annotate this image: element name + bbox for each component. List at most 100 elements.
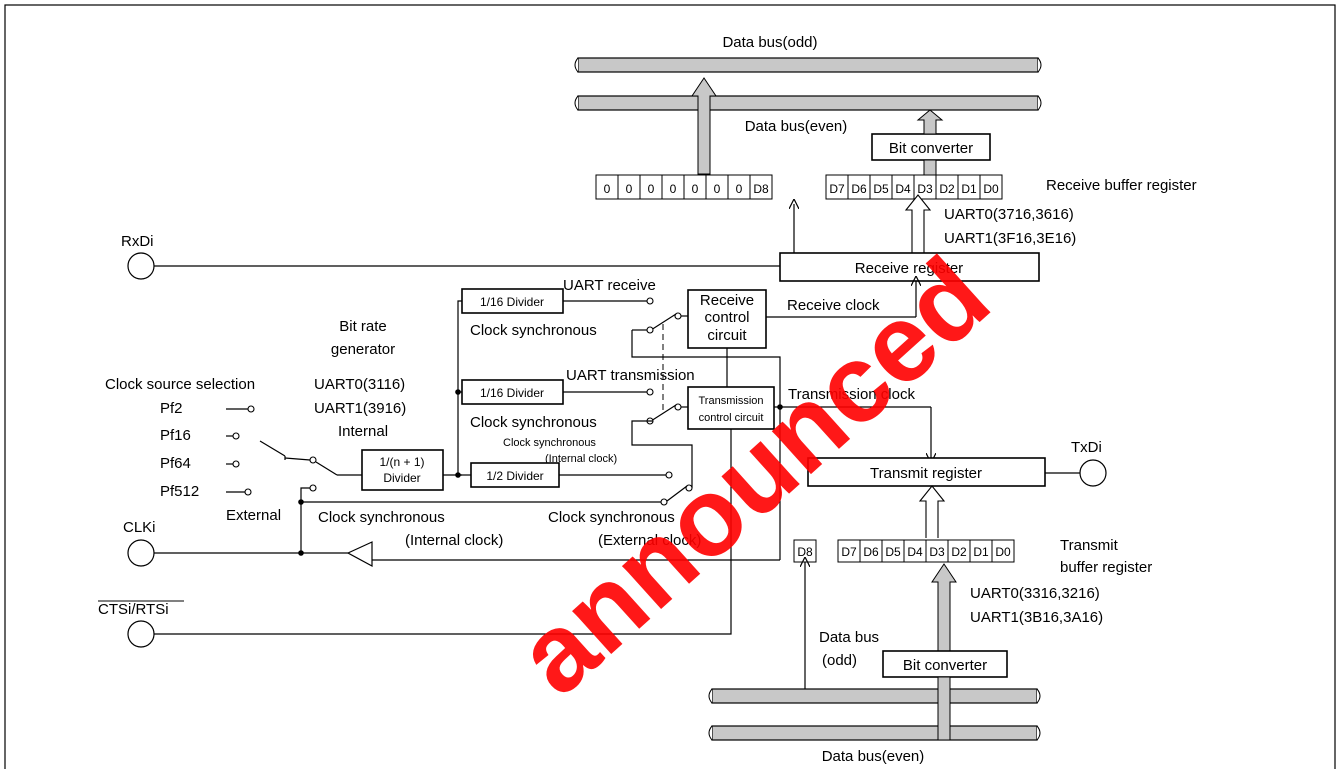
- receive-register-label: Receive register: [855, 260, 963, 277]
- divider-n-to-rx16-wire: [457, 300, 462, 475]
- external-wire: [300, 487, 310, 553]
- rx-high-cell-label-3: 0: [670, 182, 677, 196]
- source-pf16-label: Pf16: [160, 427, 191, 444]
- source-switch-link: [284, 457, 311, 461]
- junction-clk: [298, 550, 304, 556]
- transmit-register-label: Transmit register: [870, 465, 982, 482]
- clock-sync-int-bottom-line2: (Internal clock): [405, 532, 503, 549]
- bitrate-line1: Bit rate: [339, 318, 387, 335]
- clk-feedback-wire: [631, 330, 781, 560]
- divider-n-line2: Divider: [383, 471, 420, 485]
- uart-receive-label: UART receive: [563, 277, 656, 294]
- tx-buffer-line1: Transmit: [1060, 537, 1119, 554]
- tx-low-cell-label-0: D7: [841, 545, 857, 559]
- top-bus-odd: [574, 57, 1042, 73]
- transmission-clock-label: Transmission clock: [788, 386, 915, 403]
- tx-low-cell-label-1: D6: [863, 545, 879, 559]
- div2-switch-contact: [665, 471, 673, 479]
- external-contact: [309, 484, 317, 492]
- external-label: External: [226, 507, 281, 524]
- uart-receive-switch-contact: [646, 297, 654, 305]
- tx-converter-buffer-arrow: [931, 563, 957, 652]
- clk-pin: [127, 539, 155, 567]
- tx-buffer-register-arrow: [918, 485, 946, 538]
- ext-switch-pivot: [685, 484, 693, 492]
- rx-low-cell-label-4: D3: [917, 182, 933, 196]
- rx-low-cell-label-3: D4: [895, 182, 911, 196]
- rx-bit-converter-label: Bit converter: [889, 140, 973, 157]
- uart-transmission-contact: [646, 388, 654, 396]
- divider-2-label: 1/2 Divider: [486, 469, 543, 483]
- bottom-bus-even: [708, 725, 1041, 741]
- source-pf64-contact: [232, 460, 240, 468]
- rx-high-cell-label-0: 0: [604, 182, 611, 196]
- rx-converter-bus-arrow: [916, 109, 944, 135]
- clock-sync-label-2: Clock synchronous: [470, 414, 597, 431]
- receive-control-line2: control: [704, 309, 749, 326]
- transmit-register: [807, 457, 1046, 487]
- uart-transmission-label: UART transmission: [566, 367, 695, 384]
- tx-divider-16-label: 1/16 Divider: [480, 386, 544, 400]
- internal-label: Internal: [338, 423, 388, 440]
- clock-sync-ext-line2: (External clock): [598, 532, 701, 549]
- top-bus-even-label: Data bus(even): [745, 118, 848, 135]
- tx-divider-16: [461, 379, 564, 405]
- junction-tx-clock: [777, 404, 783, 410]
- transmission-control-line1: Transmission: [699, 395, 764, 407]
- tx-low-cell-label-5: D2: [951, 545, 967, 559]
- rx-low-cell-label-1: D6: [851, 182, 867, 196]
- tx-addr-uart0: UART0(3316,3216): [970, 585, 1100, 602]
- source-switch-blade: [259, 440, 286, 457]
- top-bus-odd-label: Data bus(odd): [722, 34, 817, 51]
- receive-clock-label: Receive clock: [787, 297, 880, 314]
- rx-high-cell-label-6: 0: [736, 182, 743, 196]
- source-pf16-contact: [232, 432, 240, 440]
- junction-ext: [298, 499, 304, 505]
- txd-label: TxDi: [1071, 439, 1102, 456]
- rxd-label: RxDi: [121, 233, 154, 250]
- transmission-control-line2: control circuit: [699, 412, 764, 424]
- clk-output-buffer: [346, 541, 373, 568]
- rx-low-cell-7: [979, 174, 1003, 200]
- tx-bit-converter-label: Bit converter: [903, 657, 987, 674]
- rx-buffer-label: Receive buffer register: [1046, 177, 1197, 194]
- tx-low-cell-7: [991, 539, 1015, 563]
- rx-divider-16-label: 1/16 Divider: [480, 295, 544, 309]
- bottom-bus-odd-label-2: (odd): [822, 652, 857, 669]
- clk-label: CLKi: [123, 519, 156, 536]
- cts-rts-wire: [154, 429, 732, 635]
- tx-switch-blade: [650, 404, 677, 422]
- rx-low-cell-label-7: D0: [983, 182, 999, 196]
- int-ext-switch-blade: [315, 461, 338, 476]
- internal-contact: [309, 456, 317, 464]
- bitrate-line2: generator: [331, 341, 395, 358]
- clock-sync-int-line1: Clock synchronous: [503, 437, 596, 449]
- bitrate-addr-uart1: UART1(3916): [314, 400, 406, 417]
- clock-sync-label-1: Clock synchronous: [470, 322, 597, 339]
- tx-buffer-line2: buffer register: [1060, 559, 1152, 576]
- rx-low-cell-label-2: D5: [873, 182, 889, 196]
- clock-source-selection-label: Clock source selection: [105, 376, 255, 393]
- junction-tx16: [455, 389, 461, 395]
- source-pf64-label: Pf64: [160, 455, 191, 472]
- rx-register-buffer-arrow: [904, 194, 932, 253]
- bottom-bus-odd: [708, 688, 1041, 704]
- tx-bit-converter: [882, 650, 1008, 678]
- rx-high-cell-label-7: D8: [753, 182, 769, 196]
- tx-low-cell-label-4: D3: [929, 545, 945, 559]
- clock-sync-int-line2: (Internal clock): [545, 453, 617, 465]
- bottom-bus-even-label: Data bus(even): [822, 748, 925, 765]
- receive-control-line1: Receive: [700, 292, 754, 309]
- rx-high-cell-label-5: 0: [714, 182, 721, 196]
- tx-low-cell-label-3: D4: [907, 545, 923, 559]
- rx-buffer-addr-uart1: UART1(3F16,3E16): [944, 230, 1076, 247]
- rx-buffer-addr-uart0: UART0(3716,3616): [944, 206, 1074, 223]
- rx-high-cell-label-4: 0: [692, 182, 699, 196]
- cts-rts-pin: [127, 620, 155, 648]
- source-pf2-contact: [247, 405, 255, 413]
- rx-high-bus-arrow: [691, 77, 717, 175]
